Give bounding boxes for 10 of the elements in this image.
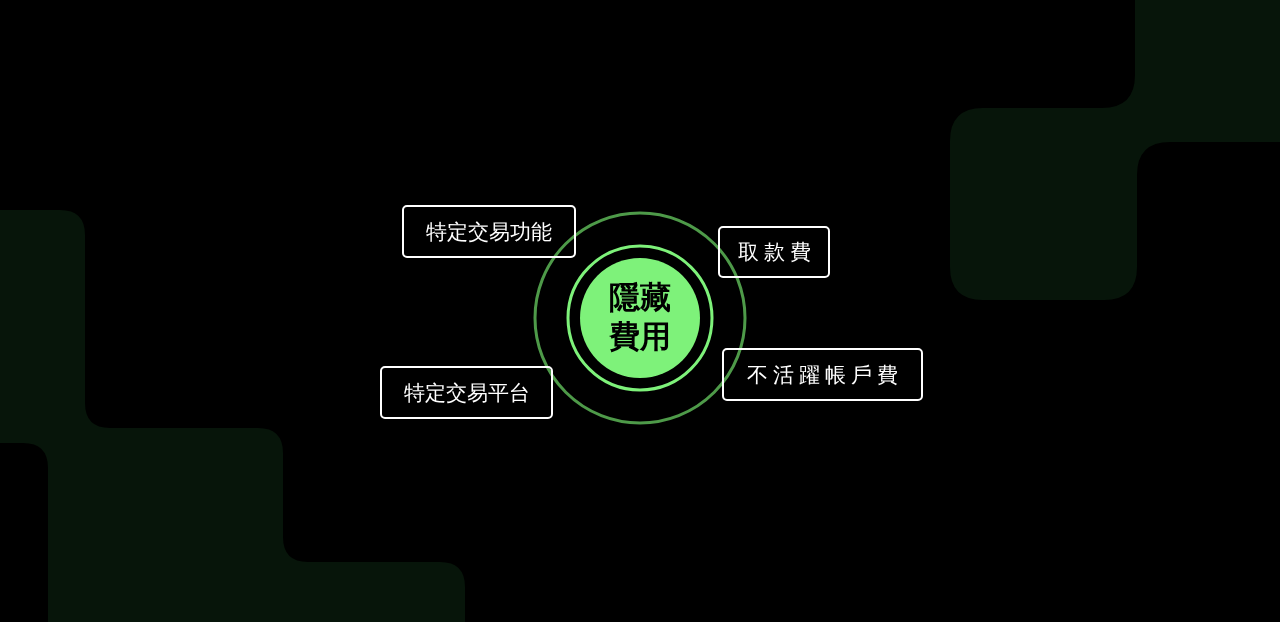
category-box: [718, 226, 830, 278]
category-box: [722, 348, 923, 401]
category-label: 特定交易平台: [403, 379, 530, 406]
category-box: [402, 205, 576, 258]
topic-label: 隱藏費用: [608, 279, 672, 356]
category-box: [380, 366, 553, 419]
category-label: 不活躍帳戶費: [747, 361, 903, 388]
category-label: 特定交易功能: [426, 218, 552, 245]
category-label: 取款費: [737, 239, 816, 265]
topic-circle: [580, 258, 700, 378]
